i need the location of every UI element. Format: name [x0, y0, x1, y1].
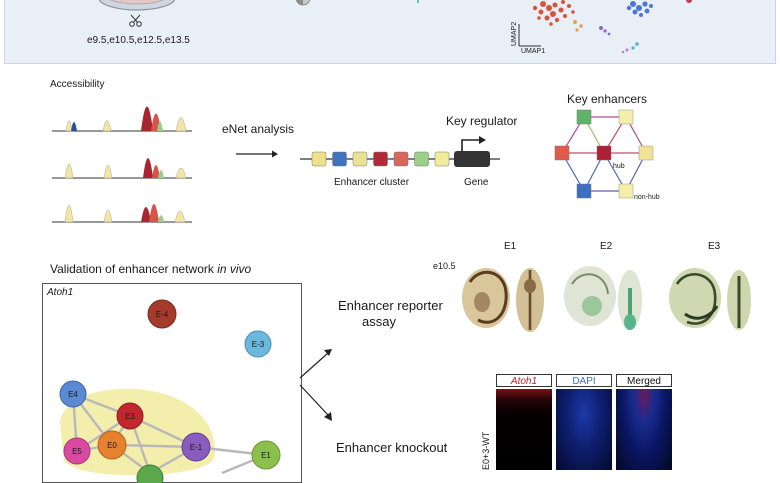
- gene-box: [454, 151, 490, 167]
- node-E0: [97, 430, 127, 460]
- dish-icon: [98, 0, 176, 11]
- gene-name: Atoh1: [47, 287, 74, 298]
- umap-cluster-orange: [573, 20, 583, 32]
- node-label-E3: E3: [125, 412, 135, 421]
- node-E-3: [244, 330, 272, 358]
- merged-stain-image: [616, 389, 672, 470]
- track-3: [52, 204, 192, 223]
- node-red-left: [554, 145, 570, 161]
- enet-label: eNet analysis: [222, 122, 295, 136]
- key-regulator-title: Key regulator: [446, 114, 518, 128]
- reporter-col-E3: E3: [708, 241, 721, 252]
- reporter-label-line2: assay: [362, 314, 396, 329]
- accessibility-title: Accessibility: [50, 79, 105, 90]
- hub-node: [596, 145, 612, 161]
- enhancer-block: [311, 151, 327, 167]
- reporter-col-E1: E1: [504, 241, 517, 252]
- track-2: [52, 158, 192, 179]
- node-E-1: [181, 432, 211, 462]
- scissors-icon: [129, 14, 142, 27]
- node-E1: [251, 440, 281, 470]
- node-E-4: [147, 299, 177, 329]
- key-enhancers-network: [554, 109, 654, 199]
- node-E5: [63, 437, 91, 465]
- node-label-E-3: E-3: [252, 340, 265, 349]
- node-label-E0: E0: [107, 441, 117, 450]
- stage-list: e9.5,e10.5,e12.5,e13.5: [87, 35, 190, 46]
- atoh1-stain-image: [496, 389, 552, 470]
- channel-dapi: DAPI: [556, 374, 612, 387]
- embryo-E1-images: [462, 268, 544, 332]
- sphere-icon: [295, 0, 311, 6]
- knockout-row-label: E0+3-WT: [481, 431, 491, 470]
- branch-arrows: [299, 349, 332, 421]
- umap-cluster-purple: [599, 26, 611, 36]
- umap-y-label: UMAP2: [511, 21, 518, 46]
- umap-plot: [518, 0, 692, 54]
- node-yellow-right: [638, 145, 654, 161]
- enhancer-network-graph: E-4 E-3 E4 E3 E5 E0 E-1 E1: [59, 299, 281, 483]
- node-label-E-4: E-4: [156, 310, 169, 319]
- non-hub-node: [618, 183, 634, 199]
- node-E4: [59, 380, 87, 408]
- key-enhancers-title: Key enhancers: [567, 92, 648, 106]
- umap-x-label: UMAP1: [521, 48, 546, 55]
- embryo-E2-images: [564, 266, 642, 330]
- non-hub-label: non-hub: [634, 194, 660, 201]
- channel-atoh1: Atoh1: [496, 374, 552, 387]
- node-yellow-top: [618, 109, 634, 125]
- umap-cluster-blue: [626, 1, 653, 17]
- gene-label: Gene: [464, 177, 489, 188]
- dapi-stain-image: [556, 389, 612, 470]
- node-E3: [116, 402, 144, 430]
- node-label-E4: E4: [68, 390, 78, 399]
- enhancer-block: [414, 151, 429, 167]
- tss-arrow-icon: [461, 139, 480, 151]
- umap-cluster-small: [621, 48, 629, 54]
- umap-cluster-red: [532, 0, 575, 26]
- knockout-label: Enhancer knockout: [336, 440, 448, 455]
- enhancer-block: [352, 151, 368, 167]
- umap-cluster-teal: [631, 42, 639, 50]
- reporter-stage: e10.5: [433, 261, 456, 271]
- channel-merged: Merged: [616, 374, 672, 387]
- enhancer-block: [434, 151, 450, 167]
- validation-title: Validation of enhancer network in vivo: [50, 262, 252, 276]
- atlas-panel: e9.5,e10.5,e12.5,e13.5: [4, 0, 776, 64]
- enhancer-block: [393, 151, 409, 167]
- accessibility-tracks: [52, 106, 192, 223]
- enhancer-cluster-label: Enhancer cluster: [334, 177, 410, 188]
- reporter-col-E2: E2: [600, 241, 613, 252]
- cell-marker-icon: [417, 0, 419, 3]
- track-1: [52, 106, 192, 132]
- node-label-E1: E1: [261, 451, 271, 460]
- hub-label: hub: [613, 163, 625, 170]
- reporter-label-line1: Enhancer reporter: [338, 298, 443, 313]
- enhancer-block: [373, 151, 388, 167]
- node-label-E-1: E-1: [190, 443, 203, 452]
- enhancer-block: [332, 151, 347, 167]
- hub-highlight: [60, 388, 215, 476]
- hub-node-green: [576, 109, 592, 125]
- node-label-E5: E5: [72, 447, 82, 456]
- enet-arrow: [236, 150, 278, 158]
- embryo-E3-images: [669, 268, 751, 330]
- node-blue: [576, 183, 592, 199]
- enhancer-cluster-diagram: [300, 136, 500, 167]
